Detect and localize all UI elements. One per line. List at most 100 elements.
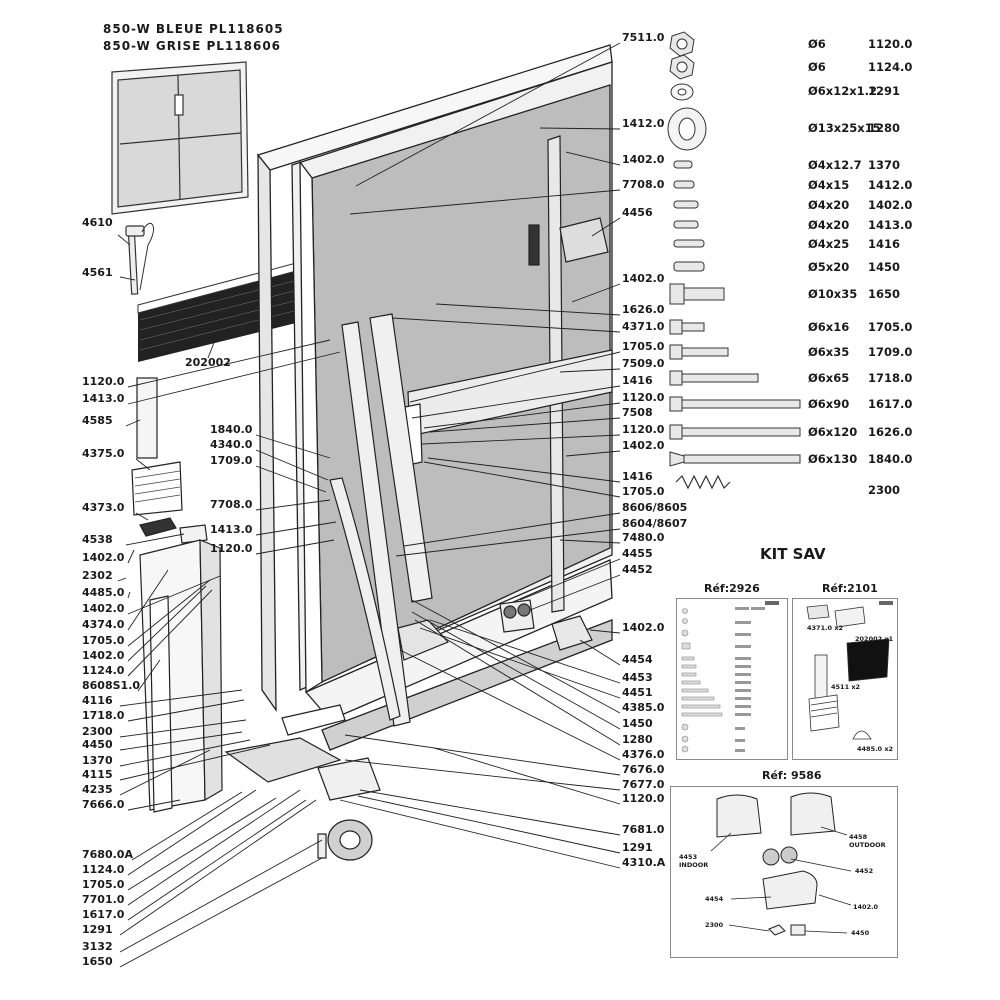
callout-right-24: 4453 (622, 671, 653, 684)
callout-left-32: 7680.0A (82, 848, 133, 861)
kit-9586-label-4450: 4450 (851, 929, 870, 937)
callout-left-10: 4373.0 (82, 501, 125, 514)
callout-right-1: 1412.0 (622, 117, 665, 130)
ref-2101-label: Réf:2101 (822, 582, 878, 595)
callout-right-20: 4455 (622, 547, 653, 560)
callout-right-7: 4371.0 (622, 320, 665, 333)
kit-9586-label-4454: 4454 (705, 895, 724, 903)
leader-lines-right (339, 42, 621, 869)
hardware-ref-15: 1626.0 (868, 425, 913, 439)
hardware-ref-11: 1705.0 (868, 320, 913, 334)
callout-left-28: 1370 (82, 754, 113, 767)
model-title-blue: 850-W BLEUE PL118605 (103, 22, 284, 36)
hardware-size-14: Ø6x90 (808, 397, 850, 411)
hardware-ref-7: 1413.0 (868, 218, 913, 232)
callout-left-24: 4116 (82, 694, 113, 707)
hardware-size-0: Ø6 (808, 37, 826, 51)
callout-right-12: 7508 (622, 406, 653, 419)
callout-right-4: 4456 (622, 206, 653, 219)
hardware-ref-1: 1124.0 (868, 60, 913, 74)
hardware-size-10: Ø10x35 (808, 287, 858, 301)
callout-left-5: 4585 (82, 414, 113, 427)
callout-right-25: 4451 (622, 686, 653, 699)
callout-left-9: 1709.0 (210, 454, 253, 467)
kit-9586-label-2300: 2300 (705, 921, 724, 929)
callout-right-14: 1402.0 (622, 439, 665, 452)
callout-right-30: 7676.0 (622, 763, 665, 776)
callout-right-2: 1402.0 (622, 153, 665, 166)
callout-right-9: 7509.0 (622, 357, 665, 370)
callout-left-17: 4485.0 (82, 586, 125, 599)
callout-left-6: 4375.0 (82, 447, 125, 460)
callout-left-30: 4235 (82, 783, 113, 796)
hardware-size-11: Ø6x16 (808, 320, 850, 334)
callout-left-20: 1705.0 (82, 634, 125, 647)
hardware-ref-2: 1291 (868, 84, 901, 98)
hardware-ref-0: 1120.0 (868, 37, 913, 51)
hardware-size-6: Ø4x20 (808, 198, 850, 212)
model-title-grey: 850-W GRISE PL118606 (103, 39, 282, 53)
kit-2101-label-4485: 4485.0 x2 (857, 745, 894, 753)
kit-2101-thumb (806, 601, 893, 740)
callout-right-0: 7511.0 (622, 31, 665, 44)
hardware-size-13: Ø6x65 (808, 371, 850, 385)
callout-left-11: 7708.0 (210, 498, 253, 511)
spring-icon (675, 474, 731, 490)
hardware-ref-5: 1412.0 (868, 178, 913, 192)
callout-right-21: 4452 (622, 563, 653, 576)
callout-left-35: 7701.0 (82, 893, 125, 906)
left-assembly (131, 377, 223, 813)
hardware-ref-17: 2300 (868, 483, 901, 497)
callout-right-5: 1402.0 (622, 272, 665, 285)
callout-left-2: 202002 (185, 356, 231, 369)
callout-left-23: 8608S1.0 (82, 679, 141, 692)
callout-left-0: 4610 (82, 216, 113, 229)
kit-2101-label-202002: 202002 x1 (855, 635, 894, 643)
hardware-size-1: Ø6 (808, 60, 826, 74)
callout-right-15: 1416 (622, 470, 653, 483)
hardware-ref-14: 1617.0 (868, 397, 913, 411)
kit-9586-label-4453: 4453 INDOOR (679, 853, 709, 869)
callout-left-13: 4538 (82, 533, 113, 546)
callout-left-31: 7666.0 (82, 798, 125, 811)
hardware-size-12: Ø6x35 (808, 345, 850, 359)
kit-panel-9586: 4453 INDOOR 4458 OUTDOOR 4452 4454 1402.… (670, 786, 898, 958)
hardware-icons (667, 31, 801, 467)
callout-right-33: 7681.0 (622, 823, 665, 836)
hardware-size-15: Ø6x120 (808, 425, 858, 439)
hardware-ref-16: 1840.0 (868, 452, 913, 466)
hardware-size-16: Ø6x130 (808, 452, 858, 466)
hardware-ref-3: 1280 (868, 121, 901, 135)
callout-right-23: 4454 (622, 653, 653, 666)
callout-right-31: 7677.0 (622, 778, 665, 791)
callout-left-14: 1120.0 (210, 542, 253, 555)
net (137, 261, 301, 362)
callout-right-11: 1120.0 (622, 391, 665, 404)
callout-left-3: 1120.0 (82, 375, 125, 388)
callout-left-25: 1718.0 (82, 709, 125, 722)
callout-left-19: 4374.0 (82, 618, 125, 631)
callout-right-29: 4376.0 (622, 748, 665, 761)
hardware-ref-4: 1370 (868, 158, 901, 172)
kit-2926-list-thumb (681, 601, 779, 753)
hardware-size-8: Ø4x25 (808, 237, 850, 251)
callout-left-21: 1402.0 (82, 649, 125, 662)
callout-left-12: 1413.0 (210, 523, 253, 536)
callout-right-6: 1626.0 (622, 303, 665, 316)
callout-right-28: 1280 (622, 733, 653, 746)
kit-9586-label-4452: 4452 (855, 867, 874, 875)
callout-right-18: 8604/8607 (622, 517, 688, 530)
callout-right-22: 1402.0 (622, 621, 665, 634)
leader-lines-left (117, 234, 341, 968)
callout-right-3: 7708.0 (622, 178, 665, 191)
kit-9586-label-4458: 4458 OUTDOOR (849, 833, 886, 849)
hardware-size-9: Ø5x20 (808, 260, 850, 274)
callout-left-29: 4115 (82, 768, 113, 781)
callout-left-18: 1402.0 (82, 602, 125, 615)
callout-left-7: 1840.0 (210, 423, 253, 436)
callout-left-1: 4561 (82, 266, 113, 279)
hardware-size-4: Ø4x12.7 (808, 158, 862, 172)
kit-panel-2926 (676, 598, 788, 760)
callout-left-27: 4450 (82, 738, 113, 751)
hardware-size-5: Ø4x15 (808, 178, 850, 192)
